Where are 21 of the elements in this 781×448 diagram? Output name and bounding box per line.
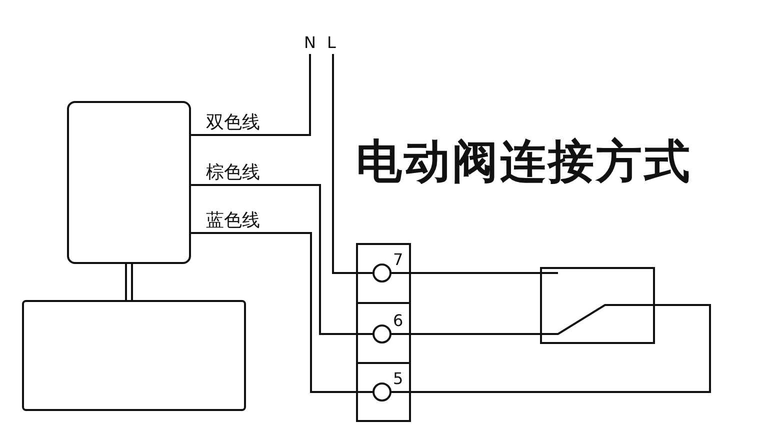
wire xyxy=(191,184,373,335)
wire-label: 双色线 xyxy=(206,113,260,133)
valve-stem xyxy=(125,263,133,301)
wire xyxy=(391,333,540,335)
terminal-block xyxy=(356,243,411,422)
supply-line-label: L xyxy=(327,35,336,51)
terminal-number: 5 xyxy=(393,371,404,387)
supply-line-label: N xyxy=(304,35,316,51)
actuator-box xyxy=(67,101,191,264)
wire xyxy=(391,272,540,274)
wire xyxy=(391,304,711,393)
terminal-number: 6 xyxy=(393,313,404,329)
valve-body-box xyxy=(22,300,246,411)
wire xyxy=(191,54,311,136)
terminal-number: 7 xyxy=(393,252,404,268)
switch-box xyxy=(540,267,655,344)
wire xyxy=(332,54,373,274)
wire-label: 棕色线 xyxy=(206,163,260,183)
diagram-title: 电动阀连接方式 xyxy=(356,134,692,190)
wire xyxy=(191,232,373,393)
wire-label: 蓝色线 xyxy=(206,211,260,231)
